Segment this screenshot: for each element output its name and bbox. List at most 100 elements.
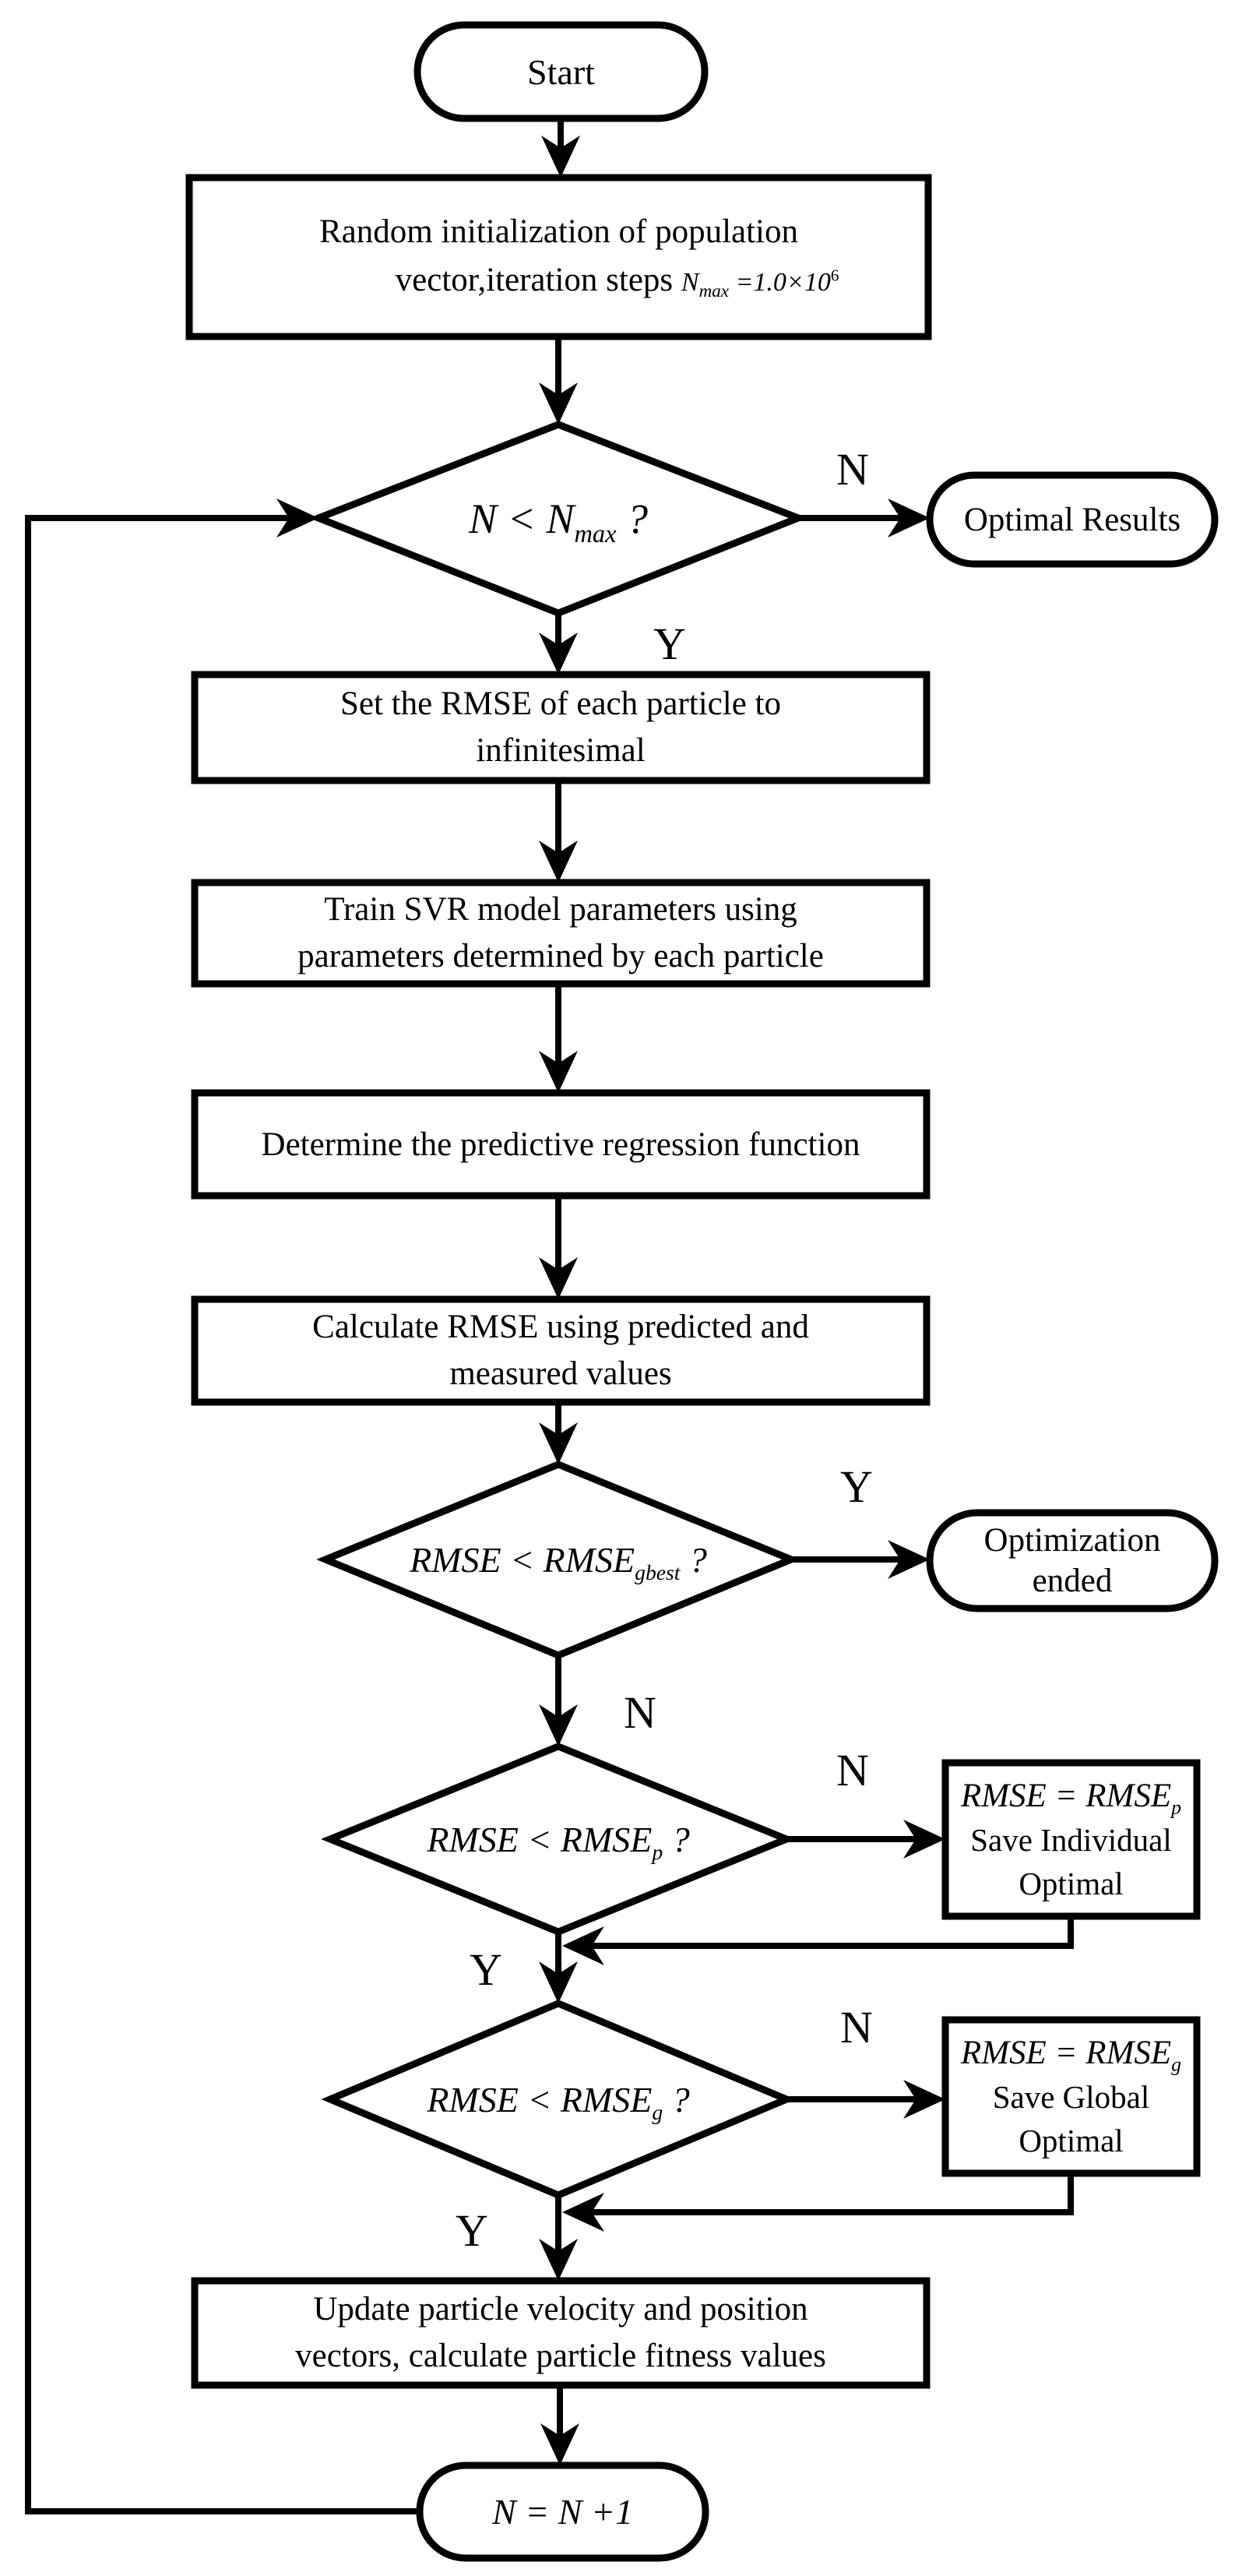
save-individual-label: RMSE = RMSEp Save Individual Optimal [945,1763,1197,1916]
connector-loopback [25,515,420,2514]
train-svr-box [191,879,931,988]
init-line2: vector,iteration steps Nmax =1.0×106 [131,256,987,307]
arrowheads [276,136,945,2465]
init-formula-sub: max [698,280,729,301]
gbest-suffix: ? [680,1540,707,1580]
arrowhead-update-increment [540,2423,579,2465]
init-line1: Random initialization of population [318,213,799,250]
save-global-line2: Save Global [992,2078,1150,2115]
global-condition-label: RMSE < RMSEg ? [330,2003,786,2195]
gbest-condition-text: RMSE < RMSEgbest ? [325,1539,791,1583]
global-diamond [321,2000,796,2199]
arrowhead-calc-gbest [539,1422,578,1464]
train-svr-line1: Train SVR model parameters using [324,891,797,928]
branch-label-gbest-no: N [624,1686,656,1738]
pbest-condition-label: RMSE < RMSEp ? [330,1746,786,1932]
save-individual-formula-sub: p [1171,1795,1182,1819]
set-rmse-line2: infinitesimal [476,732,646,769]
global-base: RMSE < RMSE [427,2079,653,2120]
save-global-formula-base: RMSE = RMSE [960,2034,1172,2071]
branch-label-gbest-yes: Y [840,1461,873,1512]
save-individual-box [941,1759,1201,1920]
start-label: Start [527,51,595,92]
optimal-results-label: Optimal Results [963,501,1181,538]
iteration-sub: max [574,520,617,548]
update-line2: vectors, calculate particle fitness valu… [295,2338,826,2374]
gbest-condition-label: RMSE < RMSEgbest ? [325,1464,791,1655]
update-label: Update particle velocity and position ve… [195,2281,927,2385]
increment-label: N = N +1 [492,2492,633,2532]
update-box [191,2277,931,2389]
pbest-condition-text: RMSE < RMSEp ? [330,1819,786,1862]
pbest-base: RMSE < RMSE [427,1819,653,1859]
update-line1: Update particle velocity and position [313,2291,808,2328]
arrowhead-iteration-setrmse [539,633,578,675]
determine-regression-box [191,1089,931,1200]
node-shapes [185,21,1219,2562]
calc-rmse-box [191,1295,931,1406]
save-global-line3: Optimal [1019,2122,1124,2158]
save-global-formula: RMSE = RMSEg [945,2032,1197,2075]
save-global-formula-sub: g [1171,2053,1182,2076]
train-svr-label: Train SVR model parameters using paramet… [195,883,927,984]
pbest-diamond [321,1743,796,1936]
init-formula-rest: =1.0×10 [728,267,831,297]
branch-label-pbest-yes: Y [470,1943,502,1995]
pbest-suffix: ? [663,1819,690,1859]
set-rmse-label: Set the RMSE of each particle to infinit… [195,675,927,781]
arrowhead-pbest-global [539,1961,578,2003]
arrowhead-determine-calc [539,1257,578,1299]
init-formula-exp: 6 [830,266,839,285]
gbest-base: RMSE < RMSE [410,1540,635,1580]
optimization-ended-line2: ended [1032,1562,1113,1599]
determine-regression-label: Determine the predictive regression func… [261,1126,860,1163]
set-rmse-box [191,671,931,784]
branch-label-pbest-no: N [836,1744,869,1795]
branch-label-global-yes: Y [456,2204,488,2256]
optimization-ended-label: Optimization ended [930,1513,1215,1609]
global-sub: g [652,2099,663,2124]
save-global-box [941,2016,1201,2177]
iteration-diamond [308,421,808,617]
pbest-sub: p [652,1839,663,1864]
optimization-ended-shape [926,1509,1219,1612]
optimal-results-shape [926,471,1219,568]
init-formula: Nmax =1.0×106 [681,266,839,301]
branch-label-iteration-no: N [836,443,869,495]
iteration-suffix: ? [616,495,648,542]
start-shape [413,21,709,122]
calc-rmse-line1: Calculate RMSE using predicted and [312,1309,809,1345]
init-box [185,174,932,340]
set-rmse-line1: Set the RMSE of each particle to [340,685,781,722]
save-individual-line3: Optimal [1019,1865,1124,1901]
arrowhead-saveindividual-merge [562,1926,604,1965]
arrowhead-start-init [541,136,580,178]
arrowhead-train-determine [539,1051,578,1093]
arrowhead-pbest-saveindividual [903,1820,945,1859]
save-individual-formula: RMSE = RMSEp [945,1774,1197,1818]
arrowhead-loopback-iteration [276,499,318,537]
calc-rmse-line2: measured values [449,1355,672,1392]
arrowhead-gbest-pbest [539,1704,578,1746]
arrowhead-global-saveglobal [903,2080,945,2119]
calc-rmse-label: Calculate RMSE using predicted and measu… [195,1299,927,1402]
save-global-label: RMSE = RMSEg Save Global Optimal [945,2020,1197,2173]
connector-saveglobal-merge [590,2173,1074,2215]
save-individual-formula-base: RMSE = RMSE [960,1777,1172,1814]
arrowhead-gbest-ended [888,1540,930,1579]
train-svr-line2: parameters determined by each particle [297,938,824,974]
arrowhead-iteration-optimal [888,499,930,537]
connectors [25,118,1074,2514]
arrowhead-init-iteration [539,382,578,425]
iteration-condition-text: N < Nmax ? [318,495,798,547]
increment-shape [416,2461,709,2562]
arrowhead-global-update [539,2239,578,2281]
arrowhead-setrmse-train [539,840,578,883]
branch-label-global-no: N [840,2001,873,2053]
global-suffix: ? [663,2079,690,2120]
init-formula-base: N [681,267,699,297]
gbest-sub: gbest [635,1560,681,1585]
init-line2-text: vector,iteration steps [395,261,674,298]
